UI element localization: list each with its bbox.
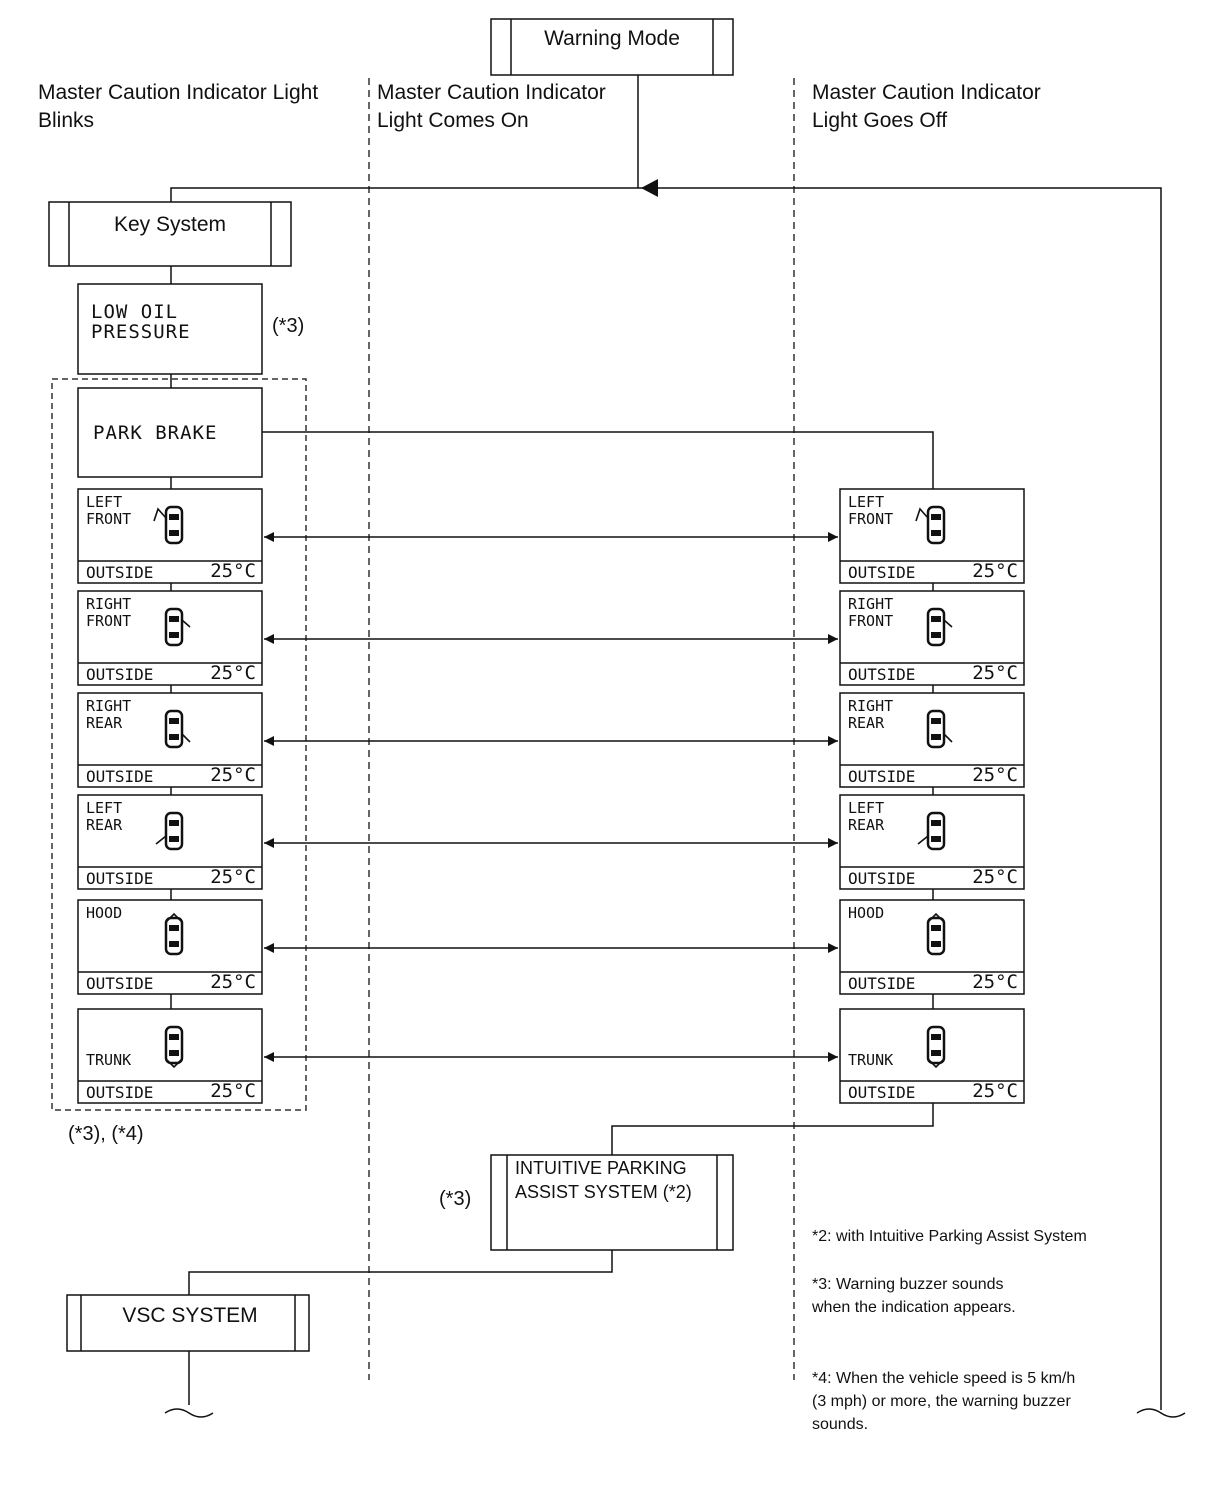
low-oil-note: (*3): [272, 315, 304, 337]
transition-arrows: [264, 532, 838, 1062]
temperature-value: 25°C: [972, 1080, 1018, 1102]
temperature-value: 25°C: [972, 866, 1018, 888]
door-display-trunk: TRUNK OUTSIDE 25°C: [77, 1008, 263, 1104]
car-icon: [164, 709, 191, 749]
key-system-box: Key System: [48, 201, 292, 267]
column-heading-comes-on: Master Caution Indicator Light Comes On: [377, 81, 612, 132]
panel-label: REAR: [848, 816, 885, 834]
panel-label: REAR: [86, 714, 123, 732]
park-brake-group-outline: [51, 378, 307, 1111]
temperature-value: 25°C: [210, 1080, 256, 1102]
panel-label: LEFT: [848, 493, 884, 511]
outside-label: OUTSIDE: [86, 1083, 153, 1102]
low-oil-pressure-display: LOW OIL PRESSURE: [77, 283, 263, 375]
car-icon: [155, 811, 184, 851]
svg-text:PARK BRAKE: PARK BRAKE: [93, 422, 217, 444]
footnote-3: *3: Warning buzzer sounds when the indic…: [811, 1276, 1016, 1316]
car-icon: [164, 912, 184, 956]
footnote-2: *2: with Intuitive Parking Assist System: [812, 1228, 1087, 1245]
panel-label: RIGHT: [86, 595, 131, 613]
outside-label: OUTSIDE: [848, 665, 915, 684]
door-display-hood: HOOD OUTSIDE 25°C: [77, 899, 263, 995]
temperature-value: 25°C: [972, 662, 1018, 684]
ipas-box: INTUITIVE PARKING ASSIST SYSTEM (*2): [490, 1154, 734, 1251]
car-icon: [153, 505, 184, 545]
outside-label: OUTSIDE: [848, 767, 915, 786]
park-brake-display: PARK BRAKE: [77, 387, 263, 478]
panel-label: FRONT: [848, 612, 893, 630]
panel-label: TRUNK: [848, 1051, 893, 1069]
outside-label: OUTSIDE: [848, 869, 915, 888]
outside-label: OUTSIDE: [86, 869, 153, 888]
panel-label: REAR: [86, 816, 123, 834]
temperature-value: 25°C: [210, 662, 256, 684]
vsc-system-box: VSC SYSTEM: [66, 1294, 310, 1352]
car-icon: [926, 912, 946, 956]
temperature-value: 25°C: [210, 764, 256, 786]
column-heading-blinks: Master Caution Indicator Light Blinks: [38, 81, 324, 132]
outside-label: OUTSIDE: [86, 974, 153, 993]
panel-label: FRONT: [848, 510, 893, 528]
warning-mode-label: Warning Mode: [544, 27, 680, 50]
car-icon: [917, 811, 946, 851]
door-display-trunk: TRUNK OUTSIDE 25°C: [839, 1008, 1025, 1104]
svg-text:LOW OIL PRESSURE: LOW OIL PRESSURE: [91, 301, 191, 343]
car-icon: [915, 505, 946, 545]
temperature-value: 25°C: [210, 866, 256, 888]
panel-label: LEFT: [848, 799, 884, 817]
panel-label: LEFT: [86, 799, 122, 817]
temperature-value: 25°C: [972, 971, 1018, 993]
flow-connectors: [164, 75, 1186, 1418]
outside-label: OUTSIDE: [848, 974, 915, 993]
ipas-note: (*3): [439, 1188, 471, 1210]
outside-label: OUTSIDE: [86, 767, 153, 786]
key-system-label: Key System: [114, 213, 226, 236]
column-heading-goes-off: Master Caution Indicator Light Goes Off: [812, 81, 1047, 132]
outside-label: OUTSIDE: [848, 1083, 915, 1102]
door-display-hood: HOOD OUTSIDE 25°C: [839, 899, 1025, 995]
panel-label: TRUNK: [86, 1051, 131, 1069]
outside-label: OUTSIDE: [848, 563, 915, 582]
panel-label: RIGHT: [86, 697, 131, 715]
temperature-value: 25°C: [210, 560, 256, 582]
panel-label: RIGHT: [848, 697, 893, 715]
panel-label: REAR: [848, 714, 885, 732]
panel-label: FRONT: [86, 612, 131, 630]
temperature-value: 25°C: [972, 764, 1018, 786]
panel-label: LEFT: [86, 493, 122, 511]
panel-label: HOOD: [86, 904, 122, 922]
panel-label: HOOD: [848, 904, 884, 922]
car-icon: [164, 1025, 184, 1069]
car-icon: [926, 607, 953, 647]
temperature-value: 25°C: [972, 560, 1018, 582]
group-note: (*3), (*4): [68, 1123, 144, 1145]
car-icon: [926, 1025, 946, 1069]
footnote-4: *4: When the vehicle speed is 5 km/h (3 …: [812, 1370, 1080, 1433]
vsc-system-label: VSC SYSTEM: [122, 1304, 257, 1327]
car-icon: [926, 709, 953, 749]
outside-label: OUTSIDE: [86, 665, 153, 684]
outside-label: OUTSIDE: [86, 563, 153, 582]
panel-label: RIGHT: [848, 595, 893, 613]
svg-text:INTUITIVE PARKING ASSIST: INTUITIVE PARKING ASSIST SYSTEM (*2): [515, 1158, 692, 1202]
merge-arrow: [641, 179, 658, 197]
warning-mode-box: Warning Mode: [490, 18, 734, 76]
car-icon: [164, 607, 191, 647]
temperature-value: 25°C: [210, 971, 256, 993]
panel-label: FRONT: [86, 510, 131, 528]
